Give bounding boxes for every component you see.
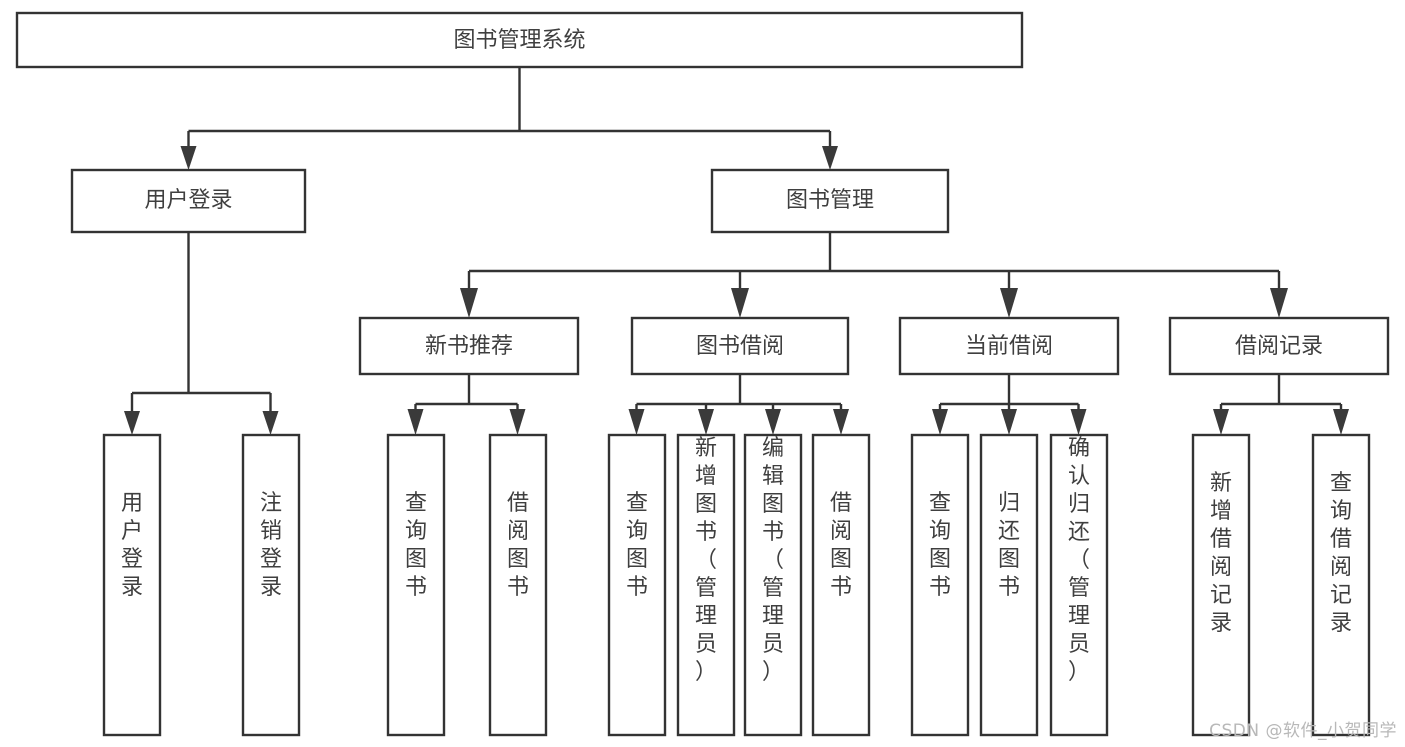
leaf-query-book-1-box[interactable]: [386, 433, 446, 737]
arrow-head-current-borrow: [1000, 288, 1018, 318]
leaf-logout-label: 注销登录: [260, 491, 282, 600]
arrow-head-user-login: [180, 146, 197, 170]
leaf-user-login-label: 用户登录: [121, 491, 143, 600]
arrow-head-leaf-borrow-book-1: [509, 409, 526, 435]
connectors-group: [124, 67, 1349, 435]
leaf-logout[interactable]: 注销登录: [241, 433, 301, 737]
leaf-query-book-3-box[interactable]: [910, 433, 970, 737]
arrow-head-leaf-edit-book: [765, 409, 781, 435]
node-book-borrow-label: 图书借阅: [696, 334, 784, 359]
arrow-head-leaf-borrow-book-2: [833, 409, 849, 435]
leaf-user-login[interactable]: 用户登录: [102, 433, 162, 737]
leaf-edit-book[interactable]: 编辑图书（管理员）: [743, 433, 803, 737]
node-user-login-box[interactable]: [70, 168, 307, 234]
leaf-return-book-box[interactable]: [979, 433, 1039, 737]
leaf-borrow-book-2[interactable]: 借阅图书: [811, 433, 871, 737]
node-borrow-record-label: 借阅记录: [1235, 334, 1323, 359]
leaf-add-record-box[interactable]: [1191, 433, 1251, 737]
arrow-head-leaf-logout: [262, 411, 279, 435]
arrow-head-leaf-query-book-2: [628, 409, 645, 435]
leaf-add-record[interactable]: 新增借阅记录: [1191, 433, 1251, 737]
leaf-user-login-box[interactable]: [102, 433, 162, 737]
arrow-head-book-borrow: [731, 288, 749, 318]
arrow-head-book-manage: [822, 146, 838, 170]
node-book-manage-label: 图书管理: [786, 188, 874, 213]
arrow-head-borrow-record: [1270, 288, 1288, 318]
leaf-confirm-return-box[interactable]: [1049, 433, 1109, 737]
leaf-borrow-book-1-label: 借阅图书: [507, 491, 529, 600]
leaf-query-record-label: 查询借阅记录: [1330, 471, 1352, 636]
node-current-borrow[interactable]: 当前借阅: [898, 316, 1120, 376]
arrow-head-leaf-return-book: [1001, 409, 1017, 435]
leaf-query-book-3-label: 查询图书: [929, 491, 951, 600]
leaf-confirm-return-label: 确认归还（管理员）: [1068, 436, 1090, 685]
leaf-query-book-3[interactable]: 查询图书: [910, 433, 970, 737]
node-new-book-recommend-box[interactable]: [358, 316, 580, 376]
leaf-query-book-2-box[interactable]: [607, 433, 667, 737]
leaf-borrow-book-1-box[interactable]: [488, 433, 548, 737]
arrow-head-leaf-confirm-return: [1070, 409, 1087, 435]
node-borrow-record-box[interactable]: [1168, 316, 1390, 376]
leaf-confirm-return[interactable]: 确认归还（管理员）: [1049, 433, 1109, 737]
arrow-head-leaf-add-record: [1213, 409, 1229, 435]
node-root-label: 图书管理系统: [453, 28, 585, 53]
node-book-borrow[interactable]: 图书借阅: [630, 316, 850, 376]
leaf-query-record[interactable]: 查询借阅记录: [1311, 433, 1371, 737]
node-borrow-record[interactable]: 借阅记录: [1168, 316, 1390, 376]
leaf-edit-book-label: 编辑图书（管理员）: [762, 436, 784, 685]
leaf-borrow-book-2-box[interactable]: [811, 433, 871, 737]
leaf-query-book-2[interactable]: 查询图书: [607, 433, 667, 737]
arrow-head-new-book-recommend: [460, 288, 478, 318]
node-book-borrow-box[interactable]: [630, 316, 850, 376]
arrow-head-leaf-query-record: [1333, 409, 1349, 435]
leaf-add-book-box[interactable]: [676, 433, 736, 737]
arrow-head-leaf-query-book-1: [407, 409, 424, 435]
leaf-borrow-book-2-label: 借阅图书: [830, 491, 852, 600]
leaf-logout-box[interactable]: [241, 433, 301, 737]
leaf-add-book-label: 新增图书（管理员）: [695, 436, 717, 685]
leaf-query-book-2-label: 查询图书: [626, 491, 648, 600]
node-current-borrow-label: 当前借阅: [965, 334, 1053, 359]
leaf-query-record-box[interactable]: [1311, 433, 1371, 737]
arrow-head-leaf-add-book: [698, 409, 714, 435]
node-root-box[interactable]: [15, 11, 1024, 69]
leaf-borrow-book-1[interactable]: 借阅图书: [488, 433, 548, 737]
leaf-return-book-label: 归还图书: [998, 491, 1020, 600]
leaf-return-book[interactable]: 归还图书: [979, 433, 1039, 737]
leaf-query-book-1[interactable]: 查询图书: [386, 433, 446, 737]
node-book-manage-box[interactable]: [710, 168, 950, 234]
arrow-head-leaf-query-book-3: [932, 409, 948, 435]
arrow-head-leaf-user-login: [124, 411, 140, 435]
node-user-login[interactable]: 用户登录: [70, 168, 307, 234]
node-current-borrow-box[interactable]: [898, 316, 1120, 376]
node-book-manage[interactable]: 图书管理: [710, 168, 950, 234]
node-user-login-label: 用户登录: [144, 188, 232, 213]
node-new-book-recommend-label: 新书推荐: [425, 334, 513, 359]
leaf-add-record-label: 新增借阅记录: [1210, 471, 1232, 636]
leaf-edit-book-box[interactable]: [743, 433, 803, 737]
node-new-book-recommend[interactable]: 新书推荐: [358, 316, 580, 376]
leaf-query-book-1-label: 查询图书: [405, 491, 427, 600]
leaf-add-book[interactable]: 新增图书（管理员）: [676, 433, 736, 737]
csdn-watermark: CSDN @软件_小贺同学: [1209, 721, 1397, 741]
node-root[interactable]: 图书管理系统: [15, 11, 1024, 69]
